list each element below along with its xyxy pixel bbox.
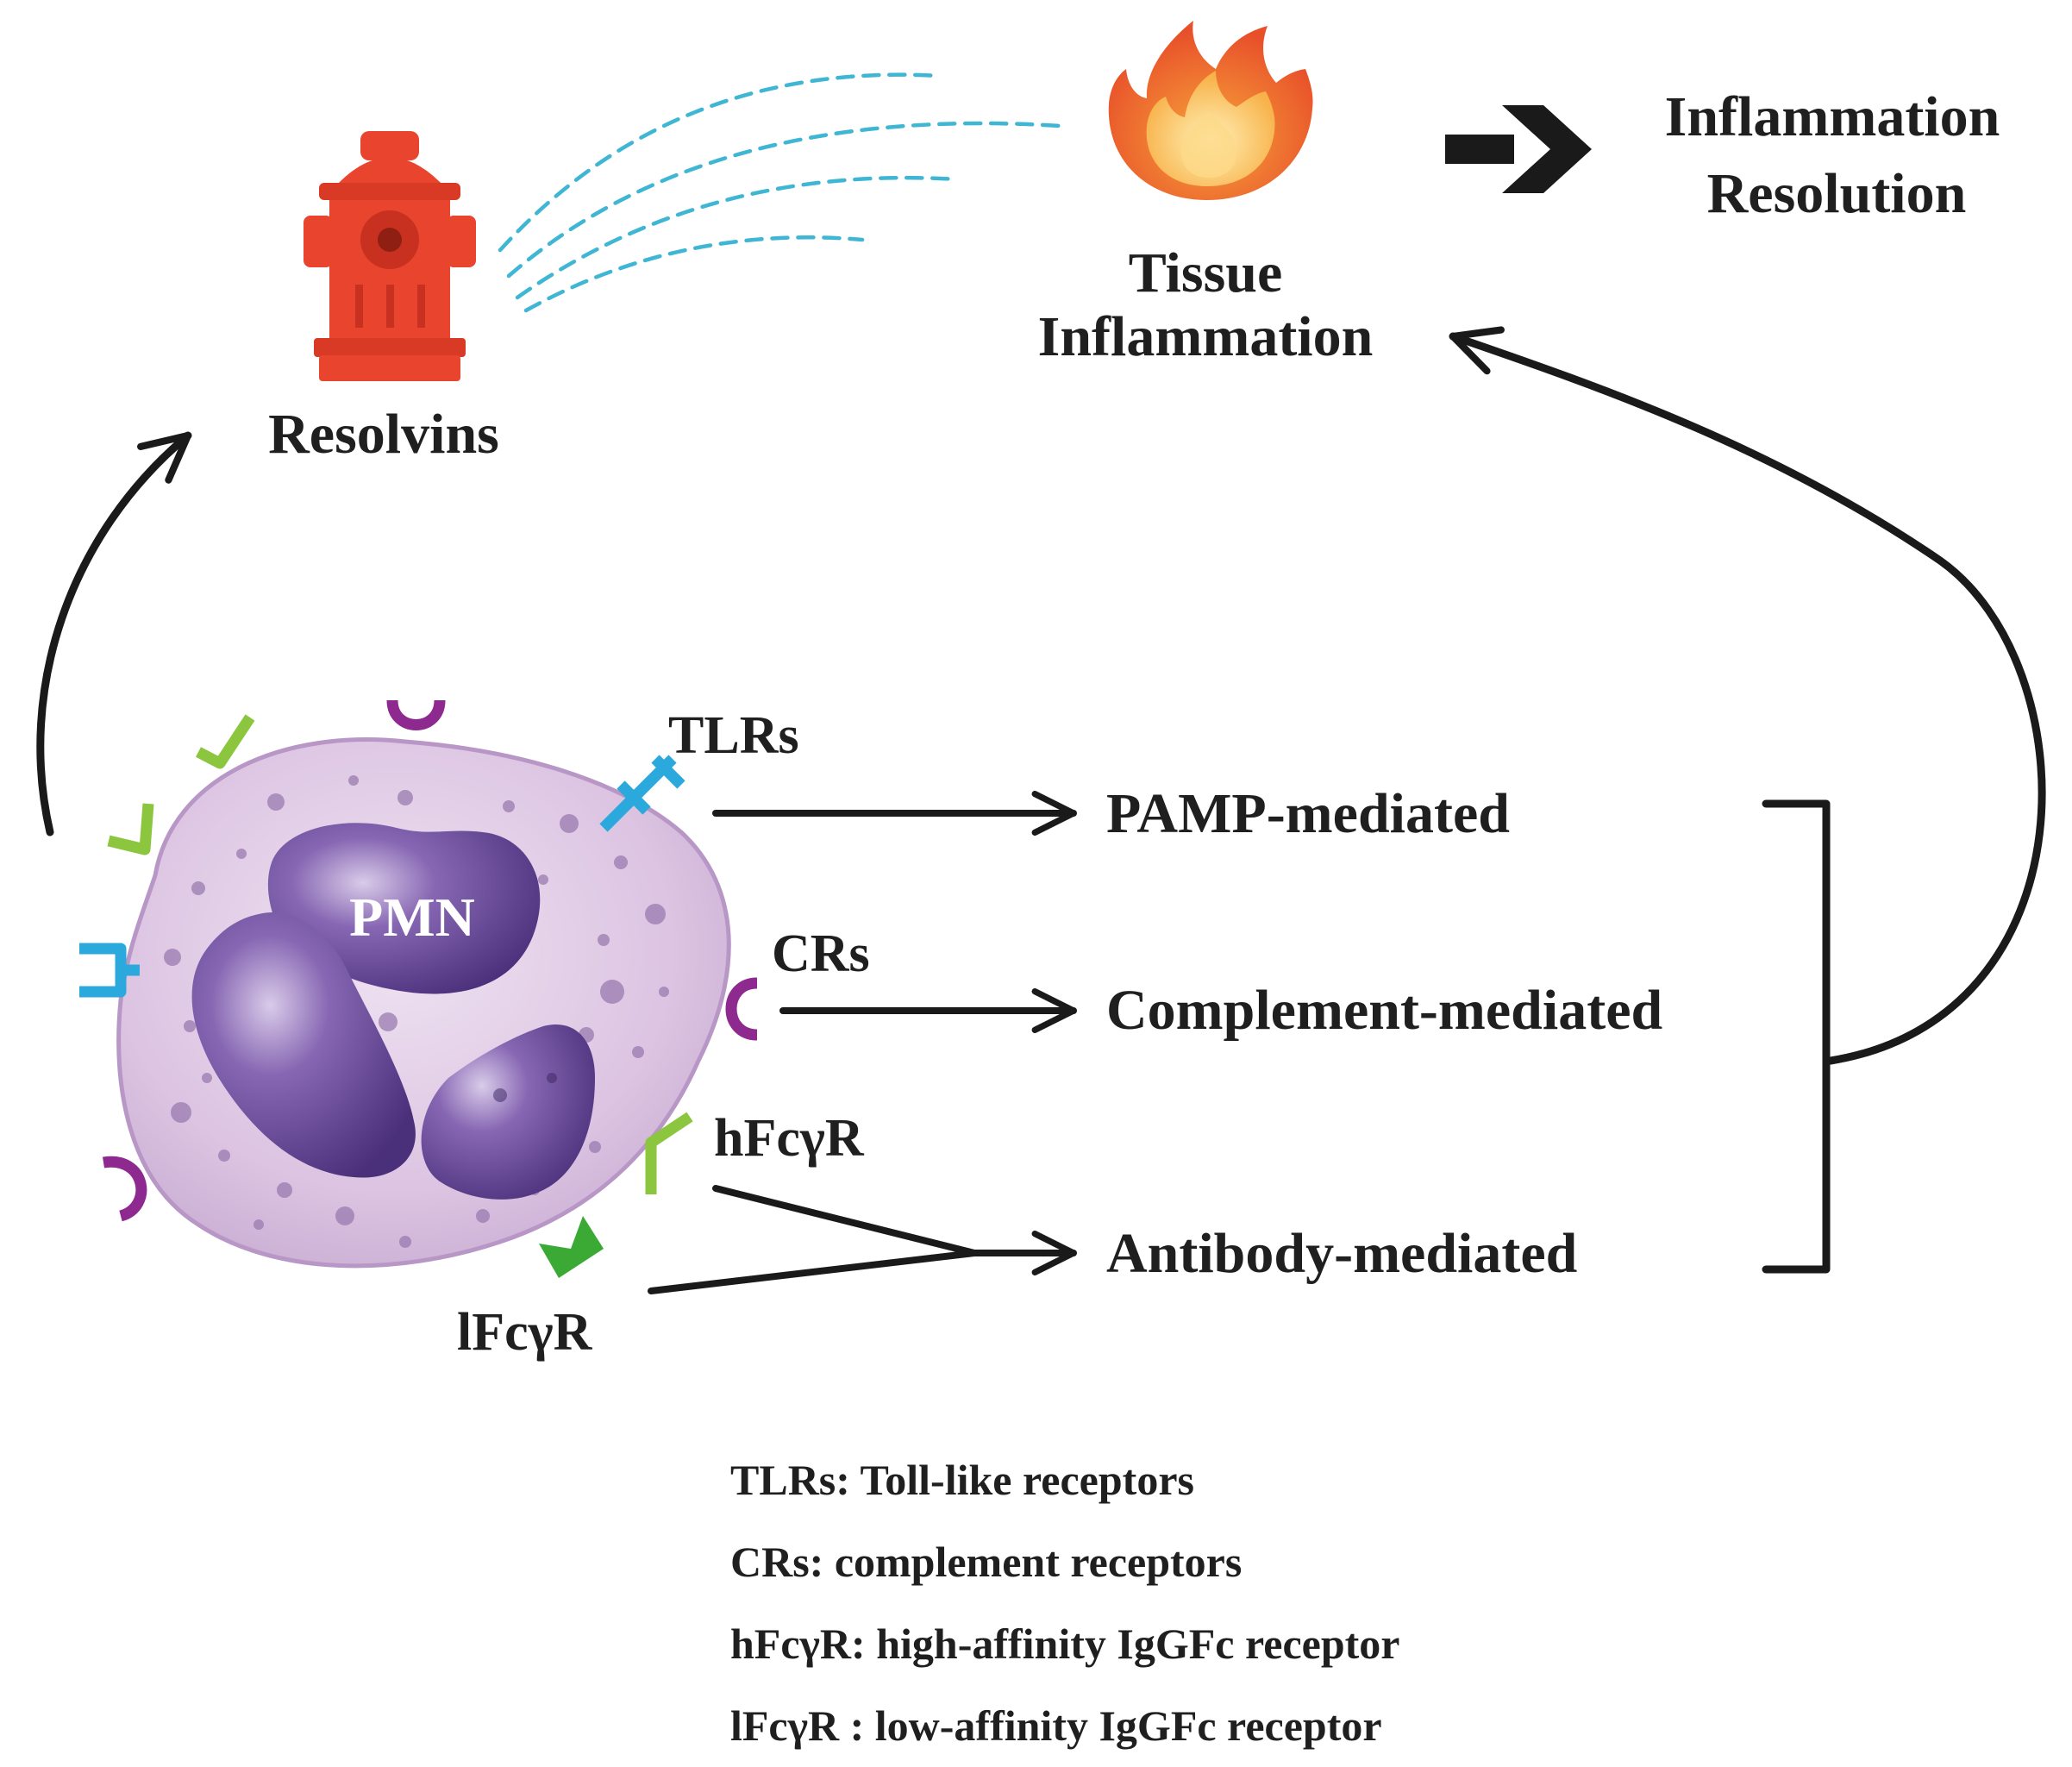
crs-label: CRs <box>772 924 870 983</box>
nucleus-lobe-left <box>191 912 416 1178</box>
hfc-label: hFcγR <box>714 1109 865 1168</box>
lfc-label: lFcγR <box>457 1303 593 1362</box>
pmn-cell: PMN <box>116 737 731 1269</box>
flame-icon <box>1108 21 1313 200</box>
arrow-cell-to-resolvins <box>36 431 192 837</box>
hfc-receptor-icon <box>645 1112 693 1194</box>
complement-mediated-label: Complement-mediated <box>1106 979 1662 1042</box>
tlr-receptor-icon <box>79 943 140 998</box>
arrow-bracket-to-inflammation <box>1449 326 2046 1065</box>
legend: TLRs: Toll-like receptors CRs: complemen… <box>730 1456 1400 1750</box>
pamp-mediated-label: PAMP-mediated <box>1106 782 1510 845</box>
cr-receptor-icon <box>725 977 758 1041</box>
water-spray <box>498 72 1063 313</box>
hfc-receptor-icon <box>107 803 154 855</box>
legend-item-lfc: lFcγR : low-affinity IgGFc receptor <box>730 1701 1382 1750</box>
tlr-receptor-icon <box>599 755 685 832</box>
cr-receptor-icon <box>102 1156 147 1222</box>
pmn-label: PMN <box>349 887 475 948</box>
legend-item-crs: CRs: complement receptors <box>730 1538 1242 1586</box>
arrow-lfc-to-antibody <box>648 1250 978 1294</box>
fire-hydrant-icon <box>304 131 476 381</box>
legend-item-hfc: hFcγR: high-affinity IgGFc receptor <box>730 1620 1400 1668</box>
receptors <box>79 699 758 1278</box>
hfc-receptor-icon <box>196 714 255 769</box>
inflammation-resolution-label-line2: Resolution <box>1707 162 1967 225</box>
tissue-inflammation-label-line2: Inflammation <box>1038 305 1374 368</box>
tissue-inflammation-label-line1: Tissue <box>1129 241 1283 304</box>
resolvins-label: Resolvins <box>268 403 499 466</box>
cr-receptor-icon <box>386 699 446 730</box>
antibody-mediated-label: Antibody-mediated <box>1106 1222 1577 1285</box>
nucleus-lobe-right <box>421 1024 595 1200</box>
lfc-receptor-icon <box>539 1216 604 1278</box>
cell-granules <box>164 775 669 1248</box>
tlrs-label: TLRs <box>668 706 799 765</box>
bold-arrow-icon <box>1445 105 1592 193</box>
inflammation-resolution-label-line1: Inflammation <box>1665 85 2000 148</box>
legend-item-tlrs: TLRs: Toll-like receptors <box>730 1456 1194 1504</box>
pathway-bracket <box>1762 799 1831 1274</box>
arrow-hfc-to-antibody <box>712 1185 978 1256</box>
